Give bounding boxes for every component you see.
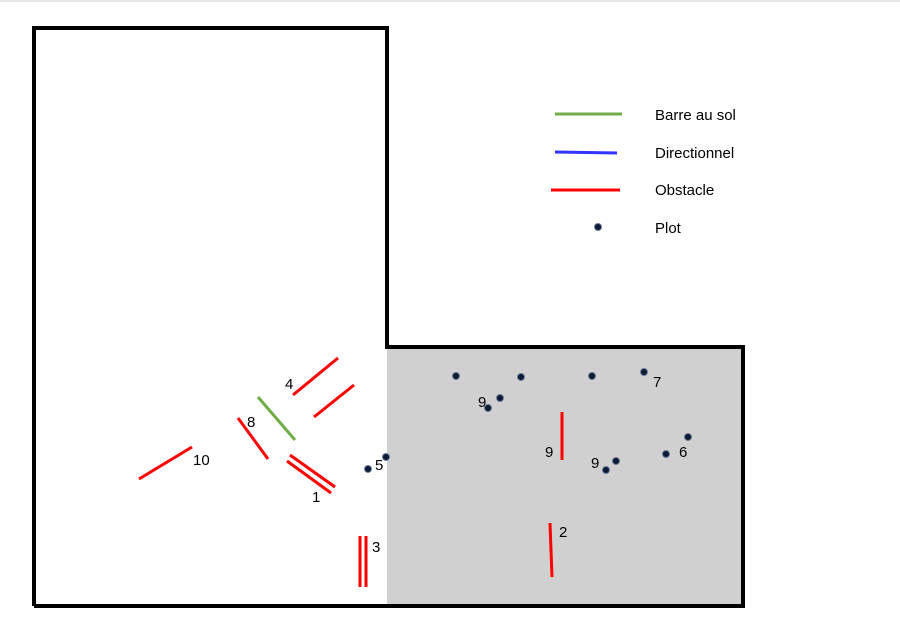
obstacle-4a xyxy=(292,356,339,397)
obstacle-8 xyxy=(236,417,270,460)
obstacle-1a xyxy=(289,453,336,489)
plot xyxy=(382,453,390,461)
obstacle-10 xyxy=(138,445,193,481)
legend-directionnel-label: Directionnel xyxy=(655,145,734,162)
plot xyxy=(452,372,460,380)
plot xyxy=(588,372,596,380)
obstacle-4b xyxy=(313,383,355,419)
label-2: 2 xyxy=(559,524,567,541)
plot xyxy=(484,404,492,412)
legend-barre-au-sol-label: Barre au sol xyxy=(655,107,736,124)
legend-plot-label: Plot xyxy=(655,220,682,237)
label-9-right: 9 xyxy=(591,455,599,472)
plot xyxy=(662,450,670,458)
plot xyxy=(612,457,620,465)
plot xyxy=(496,394,504,402)
label-6: 6 xyxy=(679,444,687,461)
legend-plot-swatch xyxy=(594,223,602,231)
top-border xyxy=(0,0,900,2)
label-4: 4 xyxy=(285,376,293,393)
label-5: 5 xyxy=(375,457,383,474)
obstacle-1b xyxy=(286,459,332,495)
obstacles xyxy=(138,356,564,587)
label-9-top: 9 xyxy=(478,394,486,411)
label-3: 3 xyxy=(372,539,380,556)
plot xyxy=(517,373,525,381)
legend: Barre au sol Directionnel Obstacle Plot xyxy=(551,107,736,237)
arena-wall xyxy=(32,26,745,608)
plot xyxy=(602,466,610,474)
obstacle-2 xyxy=(548,522,554,578)
plots xyxy=(364,368,692,474)
ground-bar-8 xyxy=(256,396,297,441)
label-8: 8 xyxy=(247,414,255,431)
gray-zone xyxy=(387,347,743,605)
label-9-middle: 9 xyxy=(545,444,553,461)
label-10: 10 xyxy=(193,452,210,469)
plot xyxy=(684,433,692,441)
label-1: 1 xyxy=(312,489,320,506)
legend-obstacle-label: Obstacle xyxy=(655,182,714,199)
plot xyxy=(364,465,372,473)
plot xyxy=(640,368,648,376)
label-7: 7 xyxy=(653,374,661,391)
legend-directionnel-swatch xyxy=(554,150,618,155)
